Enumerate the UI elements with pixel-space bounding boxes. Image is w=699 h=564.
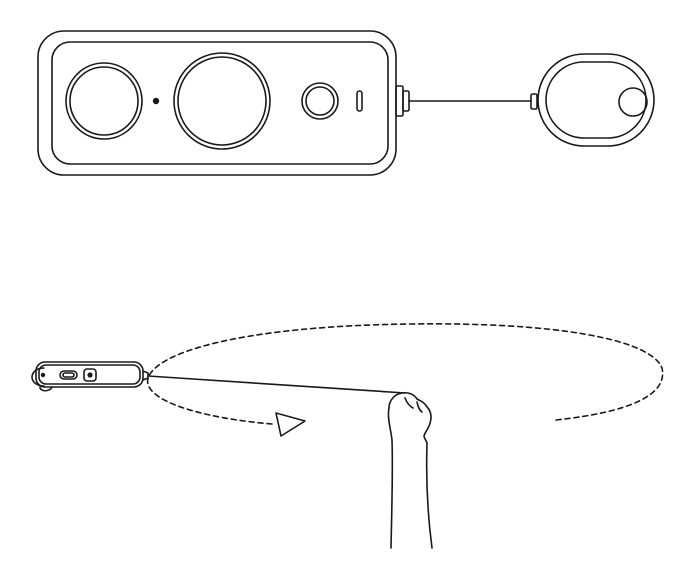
top-panel — [38, 31, 654, 175]
camera-side-body-outer — [36, 362, 143, 387]
camera-side-usb-port — [60, 371, 77, 379]
orbit-path — [148, 324, 663, 424]
remote-body-outer — [538, 54, 654, 146]
camera-side-lens-bump — [40, 387, 52, 391]
fist-outline — [389, 393, 431, 443]
camera-microphone-dot — [154, 99, 159, 104]
fist-knuckle-1 — [405, 398, 413, 408]
forearm-right — [427, 443, 432, 548]
camera-icon — [38, 31, 409, 175]
camera-main-lens-inner — [178, 57, 266, 145]
camera-left-lens-outer — [66, 63, 142, 139]
camera-main-lens-outer — [174, 53, 270, 149]
camera-side-button-dot — [88, 373, 92, 377]
camera-side-view — [32, 362, 148, 391]
camera-side-dot — [42, 374, 45, 377]
forearm-left — [391, 440, 392, 548]
lanyard-string — [148, 376, 405, 393]
camera-side-body-inner — [39, 365, 140, 384]
remote-button — [619, 88, 647, 116]
camera-left-lens-inner — [70, 67, 138, 135]
camera-body-inner — [52, 42, 388, 164]
camera-small-lens-outer — [302, 83, 338, 119]
remote-control-icon — [531, 54, 654, 146]
camera-side-connector — [396, 86, 403, 116]
fist-knuckle-2 — [417, 402, 422, 412]
camera-side-connector-cap — [403, 91, 409, 111]
fist-icon — [388, 393, 432, 548]
remote-clip — [531, 94, 537, 109]
camera-side-usb-port-inner — [63, 373, 74, 377]
fist-left-edge — [388, 408, 392, 440]
bottom-panel — [32, 324, 663, 548]
remote-body-inner — [546, 62, 646, 138]
camera-slot — [357, 91, 362, 111]
camera-side-button — [84, 369, 96, 381]
direction-arrow-icon — [276, 413, 305, 436]
camera-small-lens-inner — [306, 87, 334, 115]
